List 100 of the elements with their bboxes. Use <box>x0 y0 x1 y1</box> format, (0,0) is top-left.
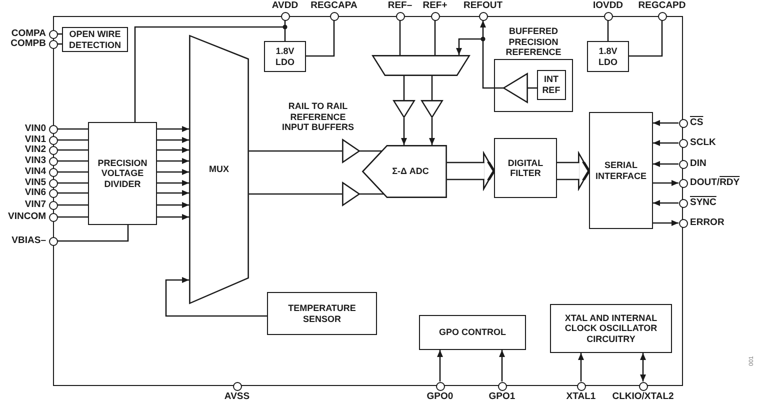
pin-terminal-icon <box>280 12 290 20</box>
pin-label: REF+ <box>422 1 448 11</box>
connector-line <box>284 27 286 41</box>
pin-terminal-icon <box>48 200 58 210</box>
pin-terminal-icon <box>678 178 688 188</box>
arrow <box>653 200 678 206</box>
connector-line <box>58 192 88 194</box>
block-label: Σ-Δ ADC <box>392 166 430 177</box>
reference-source-block <box>536 70 566 100</box>
pin-label: SCLK <box>690 138 716 148</box>
block-label: GPO CONTROL <box>438 327 506 338</box>
connector-line <box>58 182 88 184</box>
arrow <box>480 20 486 39</box>
pin-label: COMPA <box>11 29 46 39</box>
divider-block <box>88 122 157 225</box>
arrow <box>157 202 189 208</box>
connector-line <box>134 26 285 122</box>
pin-label: AVDD <box>272 1 298 11</box>
pin-label: CLKIO/XTAL2 <box>612 392 674 402</box>
block-label: INT REF <box>542 74 561 96</box>
block-label: PRECISION VOLTAGE DIVIDER <box>97 158 148 190</box>
connector-line <box>434 20 436 55</box>
pin-label: DIN <box>690 159 706 169</box>
arrow <box>429 118 435 145</box>
pin-terminal-icon <box>48 178 58 188</box>
arrow <box>157 137 189 143</box>
pin-terminal-icon <box>678 118 688 128</box>
block-label: DIGITAL FILTER <box>507 158 544 178</box>
connector-line <box>359 150 382 152</box>
ldo-block <box>264 41 306 72</box>
pin-label: REF– <box>388 1 412 11</box>
pin-terminal-icon <box>658 12 666 20</box>
arrow <box>640 353 646 382</box>
pin-label: AVSS <box>224 392 250 402</box>
ldo-block <box>587 41 629 72</box>
connector-line <box>482 39 504 89</box>
pin-terminal-icon <box>576 382 586 390</box>
pin-label: COMPB <box>10 39 46 49</box>
pin-terminal-icon <box>48 124 58 134</box>
arrow <box>653 220 678 226</box>
interface-block <box>589 112 653 229</box>
connector-line <box>58 171 88 173</box>
block-label: SERIAL INTERFACE <box>594 160 648 181</box>
block-label: TEMPERATURE SENSOR <box>288 303 356 324</box>
pin-label: VBIAS– <box>12 236 46 246</box>
pin-terminal-icon <box>48 188 58 198</box>
annotation-label: RAIL TO RAIL REFERENCE INPUT BUFFERS <box>282 101 354 132</box>
connector-line <box>58 139 88 141</box>
connector-line <box>403 76 405 100</box>
pin-terminal-icon <box>498 382 506 390</box>
pin-terminal-icon <box>430 12 440 20</box>
pin-terminal-icon <box>604 12 612 20</box>
block-label: 1.8V LDO <box>275 46 295 67</box>
pin-label: VIN6 <box>24 188 46 198</box>
arrow <box>157 126 189 132</box>
pin-label: REFOUT <box>463 1 503 11</box>
pin-terminal-icon <box>436 382 444 390</box>
arrow <box>653 161 678 167</box>
connector-line <box>58 160 88 162</box>
arrow <box>157 214 189 220</box>
connector-line <box>249 193 342 195</box>
filter-block <box>494 138 557 198</box>
pin-terminal-icon <box>330 12 338 20</box>
pin-label: GPO0 <box>426 392 454 402</box>
block-label: XTAL AND INTERNAL CLOCK OSCILLATOR CIRCUITRY <box>564 312 658 344</box>
pin-terminal-icon <box>638 382 648 390</box>
pin-label: VIN5 <box>24 178 46 188</box>
block-label: OPEN WIRE DETECTION <box>68 29 122 50</box>
pin-terminal-icon <box>48 40 58 48</box>
pin-terminal-icon <box>678 198 688 208</box>
connector-line <box>58 149 88 151</box>
pin-label: VIN7 <box>24 200 46 210</box>
arrow <box>456 38 483 55</box>
connector-line <box>431 76 433 100</box>
pin-terminal-icon <box>48 136 58 144</box>
pin-terminal-icon <box>48 146 58 154</box>
pin-label: VIN2 <box>24 145 46 155</box>
arrow <box>157 147 189 153</box>
pin-label: IOVDD <box>592 1 624 11</box>
arrow <box>437 350 443 382</box>
connector-line <box>527 87 537 89</box>
connector-line <box>58 204 88 206</box>
arrow <box>157 158 189 164</box>
pin-terminal-icon <box>678 138 688 148</box>
block-label: 1.8V LDO <box>598 46 618 67</box>
connector-line <box>399 20 401 55</box>
connector-line <box>249 150 342 152</box>
pin-terminal-icon <box>48 30 58 38</box>
connector-line <box>607 20 609 41</box>
arrow <box>578 353 584 382</box>
pin-label: VIN1 <box>24 135 46 145</box>
pin-label: XTAL1 <box>566 392 596 402</box>
connector-line <box>359 193 384 195</box>
arrow <box>653 120 678 126</box>
pin-label: REGCAPD <box>638 1 686 11</box>
oscillator-block <box>550 304 672 353</box>
pin-terminal-icon <box>678 160 688 168</box>
pin-terminal-icon <box>232 382 242 390</box>
arrow <box>653 180 678 186</box>
arrow <box>499 350 505 382</box>
